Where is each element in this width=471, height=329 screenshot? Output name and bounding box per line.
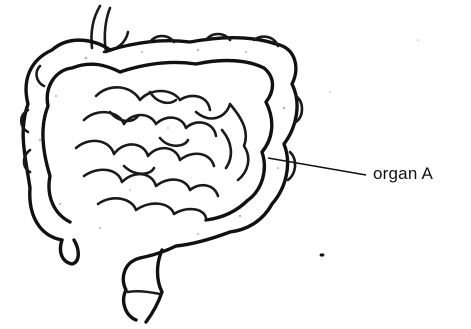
- small-intestine: [76, 87, 248, 218]
- label-leader-line: [268, 158, 366, 175]
- organ-a-label: organ A: [373, 164, 433, 184]
- stray-mark: [320, 253, 325, 256]
- texture-speckles: [39, 39, 419, 235]
- rectum: [123, 250, 162, 322]
